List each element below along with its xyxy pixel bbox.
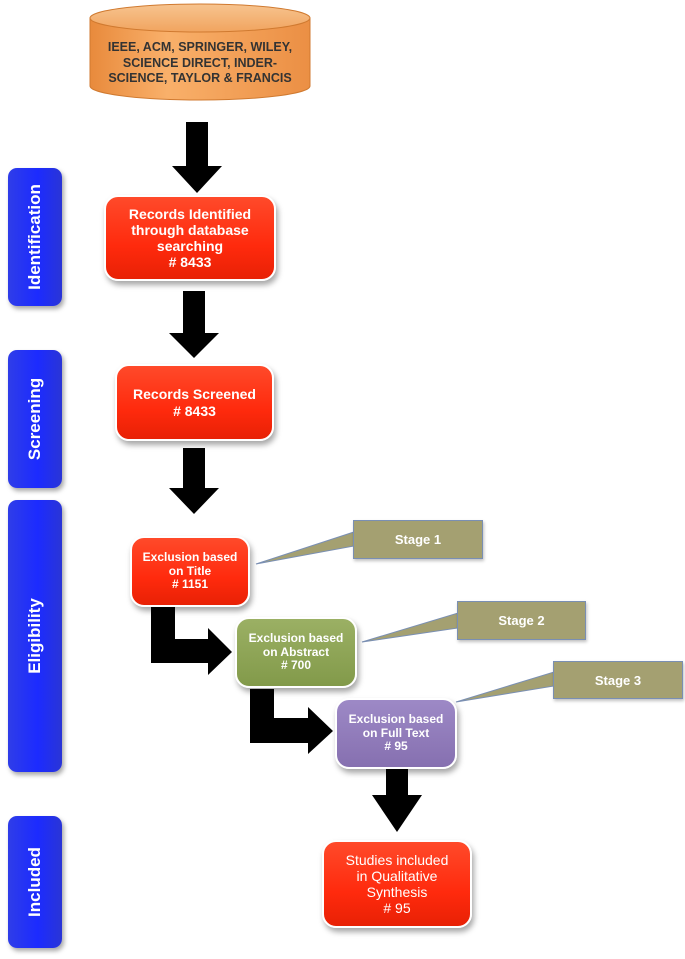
studies-included-box: Studies included in Qualitative Synthesi… — [322, 840, 472, 928]
box-line: on Abstract — [262, 644, 330, 659]
stage2-label: Stage 2 — [457, 601, 586, 640]
stage3-pointer — [455, 671, 555, 703]
arrow-elbow-1 — [151, 606, 232, 675]
stage1-pointer — [255, 531, 355, 565]
phase-included: Included — [8, 816, 62, 948]
stage1-label: Stage 1 — [353, 520, 483, 559]
stage2-pointer — [361, 612, 459, 643]
box-line: on Full Text — [362, 725, 430, 740]
box-line: in Qualitative — [356, 867, 438, 884]
stage3-text: Stage 3 — [594, 672, 642, 688]
phase-eligibility: Eligibility — [8, 500, 62, 772]
box-line: # 95 — [384, 739, 408, 754]
box-line: Synthesis — [366, 884, 428, 900]
phase-screening-label: Screening — [25, 377, 44, 461]
box-line: Studies included — [345, 851, 449, 868]
exclusion-title-box: Exclusion based on Title # 1151 — [130, 536, 250, 607]
records-screened-box: Records Screened # 8433 — [115, 364, 274, 441]
box-line: # 1151 — [171, 577, 209, 592]
phase-screening: Screening — [8, 350, 62, 488]
box-line: Records Identified — [128, 205, 252, 222]
stage3-label: Stage 3 — [553, 661, 683, 699]
arrow-elbow-2 — [250, 689, 333, 754]
box-line: on Title — [168, 563, 212, 578]
phase-included-label: Included — [25, 847, 44, 917]
arrow-down-2 — [169, 291, 219, 358]
box-line: Exclusion based — [248, 630, 344, 645]
box-line: # 8433 — [168, 254, 212, 271]
records-identified-box: Records Identified through database sear… — [104, 195, 276, 281]
stage2-text: Stage 2 — [498, 613, 545, 628]
box-line: searching — [156, 238, 224, 254]
database-sources-label: IEEE, ACM, SPRINGER, WILEY, SCIENCE DIRE… — [92, 40, 308, 87]
phase-eligibility-label: Eligibility — [25, 598, 44, 674]
arrow-down-3 — [169, 448, 219, 514]
exclusion-abstract-box: Exclusion based on Abstract # 700 — [235, 617, 357, 688]
database-sources-line: SCIENCE, TAYLOR & FRANCIS — [108, 71, 292, 86]
phase-identification: Identification — [8, 168, 62, 306]
phase-identification-label: Identification — [25, 184, 44, 290]
box-line: # 95 — [383, 900, 411, 917]
box-line: Records Screened — [133, 386, 256, 403]
box-line: # 8433 — [173, 402, 216, 419]
box-line: Exclusion based — [348, 711, 444, 726]
arrow-down-1 — [172, 122, 222, 193]
arrow-down-4 — [372, 747, 422, 832]
stage1-text: Stage 1 — [394, 532, 442, 547]
database-sources-line: IEEE, ACM, SPRINGER, WILEY, — [107, 40, 293, 54]
box-line: # 700 — [280, 658, 312, 673]
exclusion-fulltext-box: Exclusion based on Full Text # 95 — [335, 698, 457, 769]
database-cylinder — [89, 3, 311, 101]
database-sources-line: SCIENCE DIRECT, INDER- — [122, 55, 278, 70]
box-line: Exclusion based — [142, 549, 238, 564]
box-line: through database — [131, 221, 249, 238]
